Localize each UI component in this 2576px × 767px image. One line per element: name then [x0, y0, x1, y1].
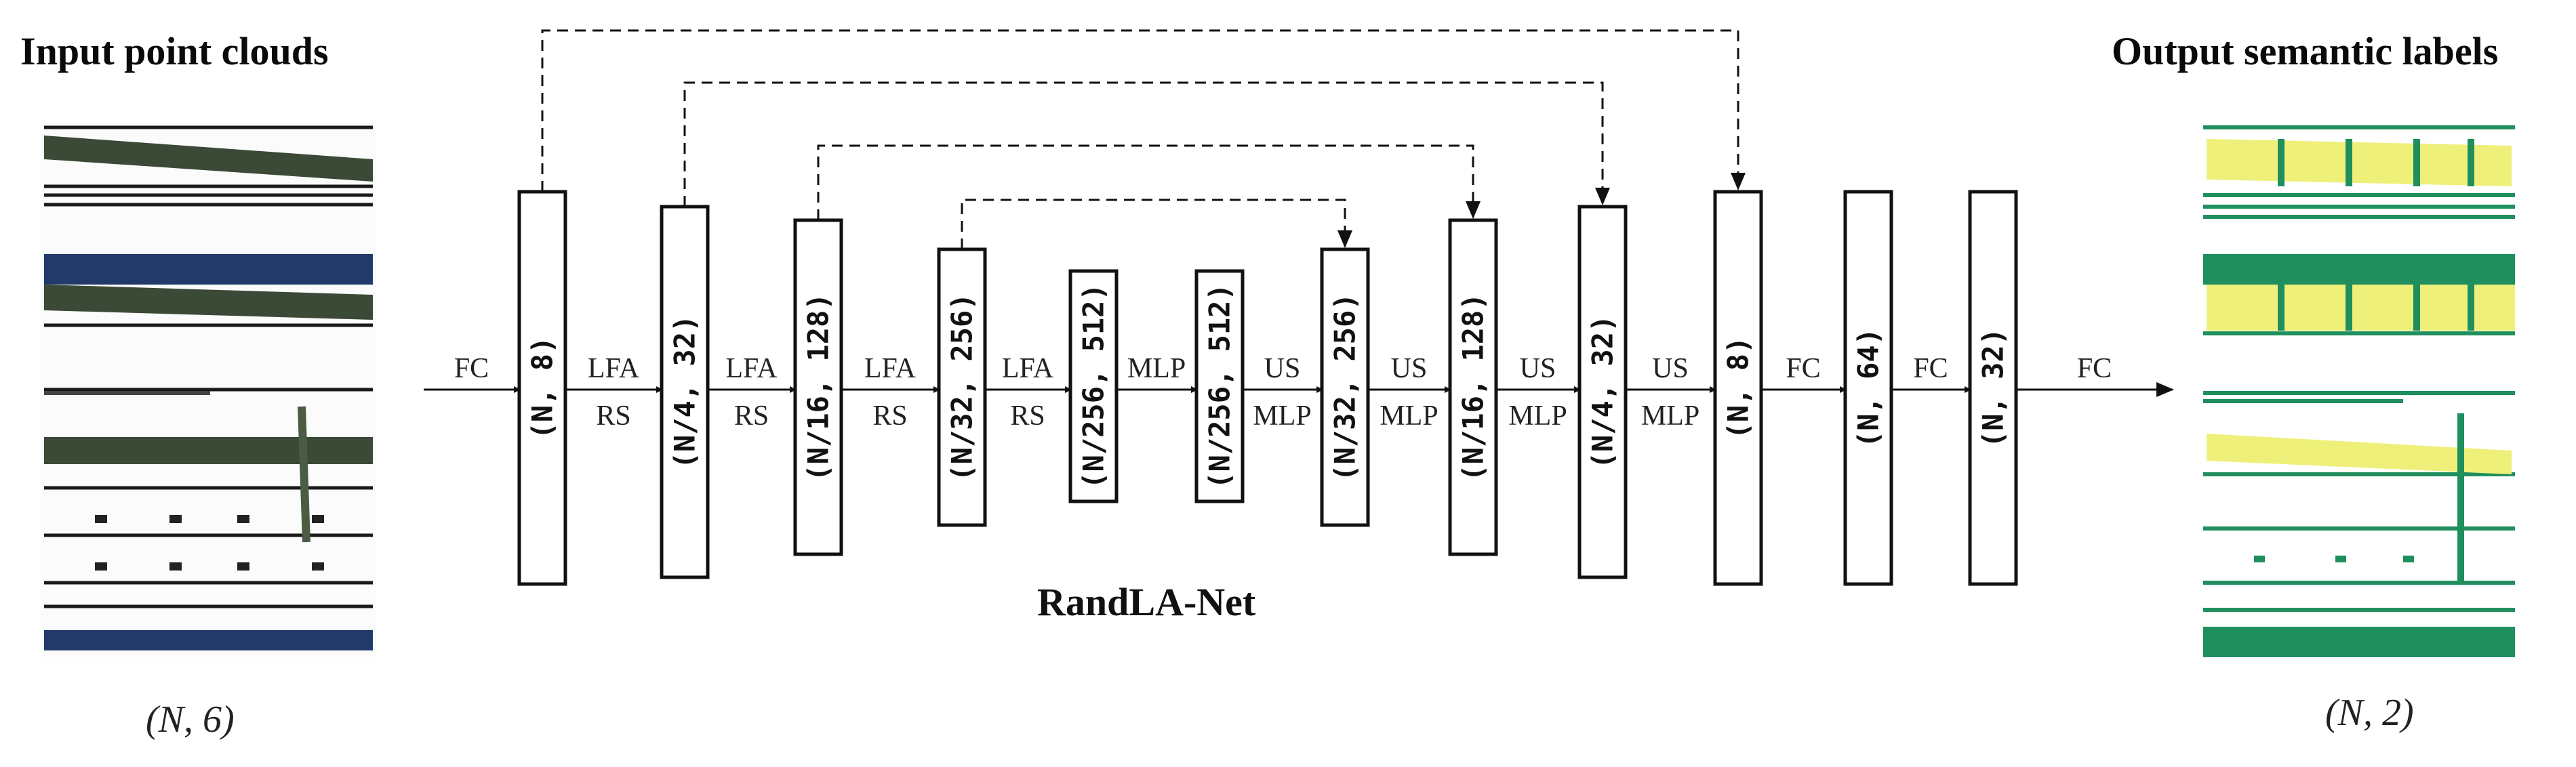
operation-label: MLP: [1127, 353, 1186, 384]
skip-connection: [961, 199, 1352, 249]
operation-sublabel: RS: [1010, 400, 1045, 432]
operation-label: US: [1520, 353, 1556, 384]
output-title: Output semantic labels: [2112, 29, 2499, 73]
layer-block-label: (N/256, 512): [1203, 283, 1236, 489]
output-label-image: [2200, 122, 2518, 678]
operation-label: FC: [1786, 353, 1820, 384]
skip-connection: [683, 81, 1610, 207]
operation-sublabel: MLP: [1380, 400, 1438, 432]
operation-sublabel: RS: [596, 400, 630, 432]
operation-label: US: [1391, 353, 1428, 384]
output-shape-label: (N, 2): [2325, 692, 2414, 734]
operation-sublabel: RS: [734, 400, 769, 432]
layer-block-label: (N/256, 512): [1077, 283, 1110, 489]
layer-block-label: (N/32, 256): [946, 293, 979, 481]
layer-block: [1320, 247, 1370, 527]
layer-block: [1577, 205, 1628, 579]
operation-label: LFA: [725, 353, 778, 384]
operation-sublabel: RS: [872, 400, 907, 432]
layer-block-label: (N/4, 32): [1586, 315, 1619, 470]
layer-block-label: (N/4, 32): [668, 315, 702, 470]
layer-block-label: (N, 32): [1977, 328, 2010, 448]
layer-block: [1968, 190, 2018, 586]
layer-block-label: (N, 64): [1852, 328, 1885, 448]
operation-label: LFA: [1002, 353, 1054, 384]
layer-block-label: (N/32, 256): [1329, 293, 1362, 481]
input-title: Input point clouds: [20, 29, 329, 73]
operation-label: FC: [1913, 353, 1948, 384]
input-point-cloud-image: [41, 122, 376, 657]
operation-sublabel: MLP: [1641, 400, 1699, 432]
operation-label: LFA: [864, 353, 917, 384]
network-title: RandLA-Net: [1037, 580, 1256, 624]
layer-block: [1713, 190, 1763, 586]
operation-label: FC: [454, 353, 489, 384]
skip-connection: [541, 29, 1746, 192]
operation-label: LFA: [588, 353, 640, 384]
operation-label: US: [1652, 353, 1689, 384]
operation-sublabel: MLP: [1508, 400, 1567, 432]
layer-block-label: (N/16, 128): [1457, 293, 1490, 481]
layer-block-label: (N/16, 128): [802, 293, 835, 481]
layer-block-label: (N, 8): [1722, 337, 1755, 440]
operation-label: US: [1264, 353, 1301, 384]
skip-connection: [817, 144, 1481, 220]
layer-block-label: (N, 8): [526, 337, 559, 440]
operation-label: FC: [2077, 353, 2112, 384]
layer-block: [793, 218, 843, 556]
input-shape-label: (N, 6): [146, 699, 235, 741]
operation-sublabel: MLP: [1253, 400, 1311, 432]
